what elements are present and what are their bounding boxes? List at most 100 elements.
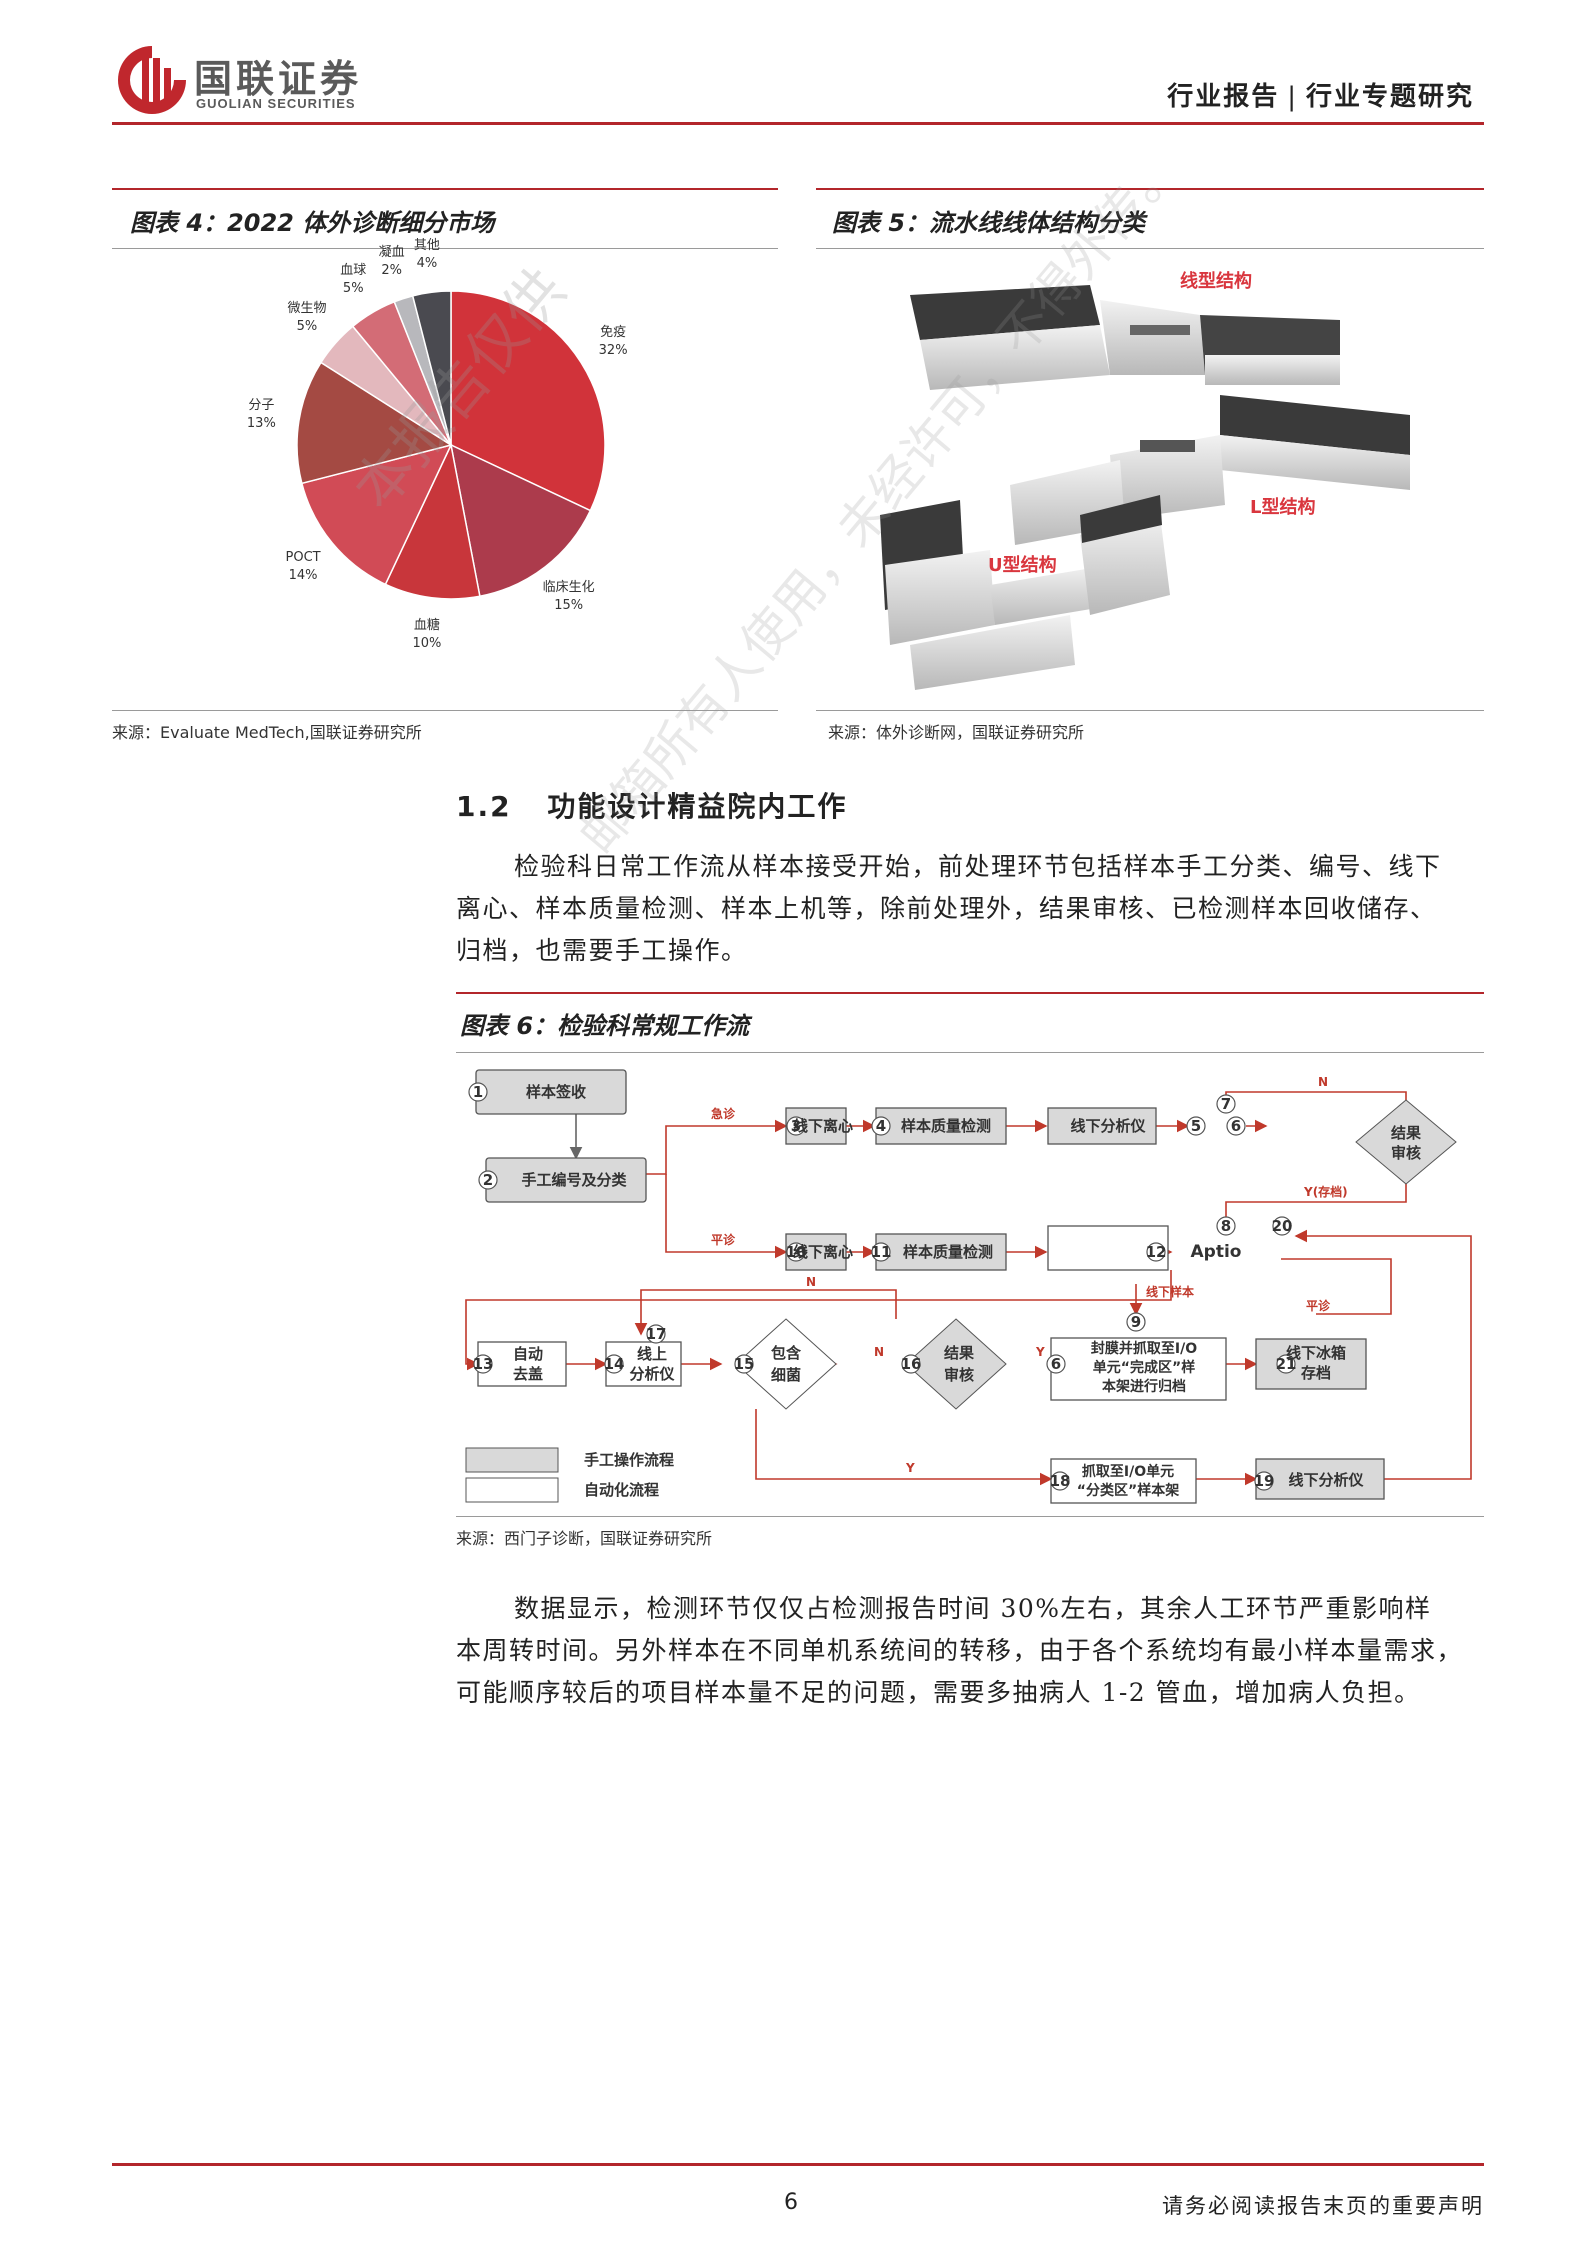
svg-text:5: 5 — [1191, 1117, 1201, 1135]
svg-text:20: 20 — [1272, 1217, 1293, 1235]
workflow-flowchart: 手工操作流程 自动化流程 — [456, 1054, 1484, 1510]
edge-label: 急诊 — [711, 1106, 736, 1121]
edge-label: 线下样本 — [1146, 1284, 1194, 1299]
figure6-top-rule — [456, 992, 1484, 994]
node-text: 样本签收 — [526, 1083, 586, 1101]
svg-text:3: 3 — [791, 1117, 801, 1135]
node-text: 线下分析仪 — [1288, 1471, 1364, 1489]
node-text: 本架进行归档 — [1102, 1378, 1186, 1395]
legend-manual-label: 手工操作流程 — [584, 1451, 674, 1469]
edge-label: Y — [905, 1461, 915, 1475]
node-text: 审核 — [944, 1366, 974, 1384]
pie-chart-svg — [296, 290, 606, 600]
pie-slice — [449, 443, 592, 598]
figure6-source: 来源：西门子诊断，国联证券研究所 — [456, 1529, 713, 1548]
svg-text:10: 10 — [786, 1243, 807, 1261]
report-type: 行业报告 — [1167, 82, 1280, 112]
section-heading: 1.2 功能设计精益院内工作 — [456, 785, 847, 825]
pie-label-category: 分子 — [248, 397, 275, 413]
figure5-source: 来源：体外诊断网，国联证券研究所 — [828, 723, 1085, 742]
paragraph-2-line: 本周转时间。另外样本在不同单机系统间的转移，由于各个系统均有最小样本量需求， — [456, 1636, 1464, 1665]
node-text: 线下离心 — [793, 1117, 853, 1135]
assembly-line-image: 线型结构 L型结构 U型结构 — [870, 265, 1430, 695]
pie-label-category: 血糖 — [413, 618, 440, 634]
page-number: 6 — [784, 2190, 798, 2215]
svg-text:13: 13 — [473, 1355, 494, 1373]
edge-label: N — [806, 1275, 816, 1289]
figure4-source: 来源：Evaluate MedTech,国联证券研究所 — [112, 723, 422, 742]
svg-text:6: 6 — [1231, 1117, 1241, 1135]
node-text: 样本质量检测 — [903, 1243, 993, 1261]
pie-slice — [300, 443, 453, 586]
pie-label-category: 临床生化 — [542, 579, 595, 595]
node-contains-bacteria — [735, 1318, 837, 1410]
svg-text:12: 12 — [1146, 1243, 1167, 1261]
l-line-machine — [1010, 395, 1410, 545]
node-text: 存档 — [1301, 1364, 1331, 1382]
header-divider — [112, 122, 1484, 125]
paragraph-1: 检验科日常工作流从样本接受开始，前处理环节包括样本手工分类、编号、线下 离心、样… — [456, 846, 1486, 972]
svg-text:2: 2 — [483, 1171, 493, 1189]
node-text: 手工编号及分类 — [521, 1171, 627, 1189]
pie-label-category: 凝血 — [378, 245, 405, 261]
svg-text:8: 8 — [1221, 1217, 1231, 1235]
figure5-title-rule — [816, 248, 1484, 249]
node-auto-decap — [477, 1341, 567, 1387]
node-text: Aptio — [1191, 1242, 1242, 1262]
figure4-title-rule — [112, 248, 778, 249]
legend-manual-swatch — [465, 1447, 559, 1473]
svg-text:6: 6 — [1051, 1355, 1061, 1373]
footer-disclaimer: 请务必阅读报告末页的重要声明 — [1162, 2194, 1484, 2218]
node-text: 样本质量检测 — [901, 1117, 991, 1135]
pie-label-category: 血球 — [340, 262, 367, 278]
figure6-title: 图表 6：检验科常规工作流 — [460, 1012, 750, 1040]
node-offline-analyzer — [1047, 1107, 1157, 1145]
node-text: 分析仪 — [629, 1365, 675, 1383]
node-text: 线下分析仪 — [1070, 1117, 1146, 1135]
node-offline-analyzer-2 — [1255, 1458, 1385, 1500]
linear-line-machine — [910, 285, 1340, 390]
svg-text:18: 18 — [1050, 1472, 1071, 1490]
node-offline-fridge — [1255, 1338, 1367, 1390]
pie-slice — [296, 361, 453, 485]
svg-text:21: 21 — [1276, 1355, 1297, 1373]
node-seal-archive — [1050, 1337, 1227, 1401]
pie-label-value: 14% — [288, 568, 318, 584]
node-sort-rack — [1050, 1458, 1197, 1504]
pie-label-value: 4% — [416, 255, 438, 271]
node-text: 结果 — [944, 1344, 975, 1362]
l-structure-label: L型结构 — [1250, 496, 1315, 518]
edge-label: Y — [1035, 1345, 1045, 1359]
svg-text:4: 4 — [876, 1117, 886, 1135]
node-text: 结果 — [1391, 1124, 1422, 1142]
pie-label-value: 32% — [598, 343, 628, 359]
edge-label: N — [874, 1345, 884, 1359]
node-result-review — [1355, 1099, 1457, 1185]
paragraph-1-line: 检验科日常工作流从样本接受开始，前处理环节包括样本手工分类、编号、线下 — [514, 852, 1442, 881]
section-number: 1.2 — [456, 790, 512, 823]
node-text: 线上 — [637, 1345, 667, 1363]
figure6-title-rule — [456, 1052, 1484, 1053]
edge-label: 平诊 — [1306, 1298, 1331, 1313]
svg-text:15: 15 — [734, 1355, 755, 1373]
report-category: 行业报告|行业专题研究 — [1167, 82, 1474, 112]
pie-label-category: 其他 — [413, 237, 440, 253]
node-text: 细菌 — [771, 1366, 801, 1384]
node-text: 包含 — [771, 1344, 802, 1362]
pie-label-category: POCT — [285, 550, 321, 566]
u-line-machine — [880, 495, 1170, 690]
svg-text:19: 19 — [1254, 1472, 1275, 1490]
paragraph-2: 数据显示，检测环节仅仅占检测报告时间 30%左右，其余人工环节严重影响样 本周转… — [456, 1588, 1486, 1714]
svg-text:9: 9 — [1131, 1313, 1141, 1331]
pie-label-value: 13% — [246, 415, 276, 431]
section-title: 功能设计精益院内工作 — [547, 790, 848, 823]
node-text: 抓取至I/O单元 — [1082, 1463, 1174, 1480]
pie-label-value: 10% — [412, 636, 442, 652]
pie-label: 分子 13% — [247, 397, 276, 433]
svg-text:14: 14 — [604, 1355, 625, 1373]
node-text: 自动 — [513, 1345, 543, 1363]
pie-label-category: 微生物 — [287, 301, 327, 317]
